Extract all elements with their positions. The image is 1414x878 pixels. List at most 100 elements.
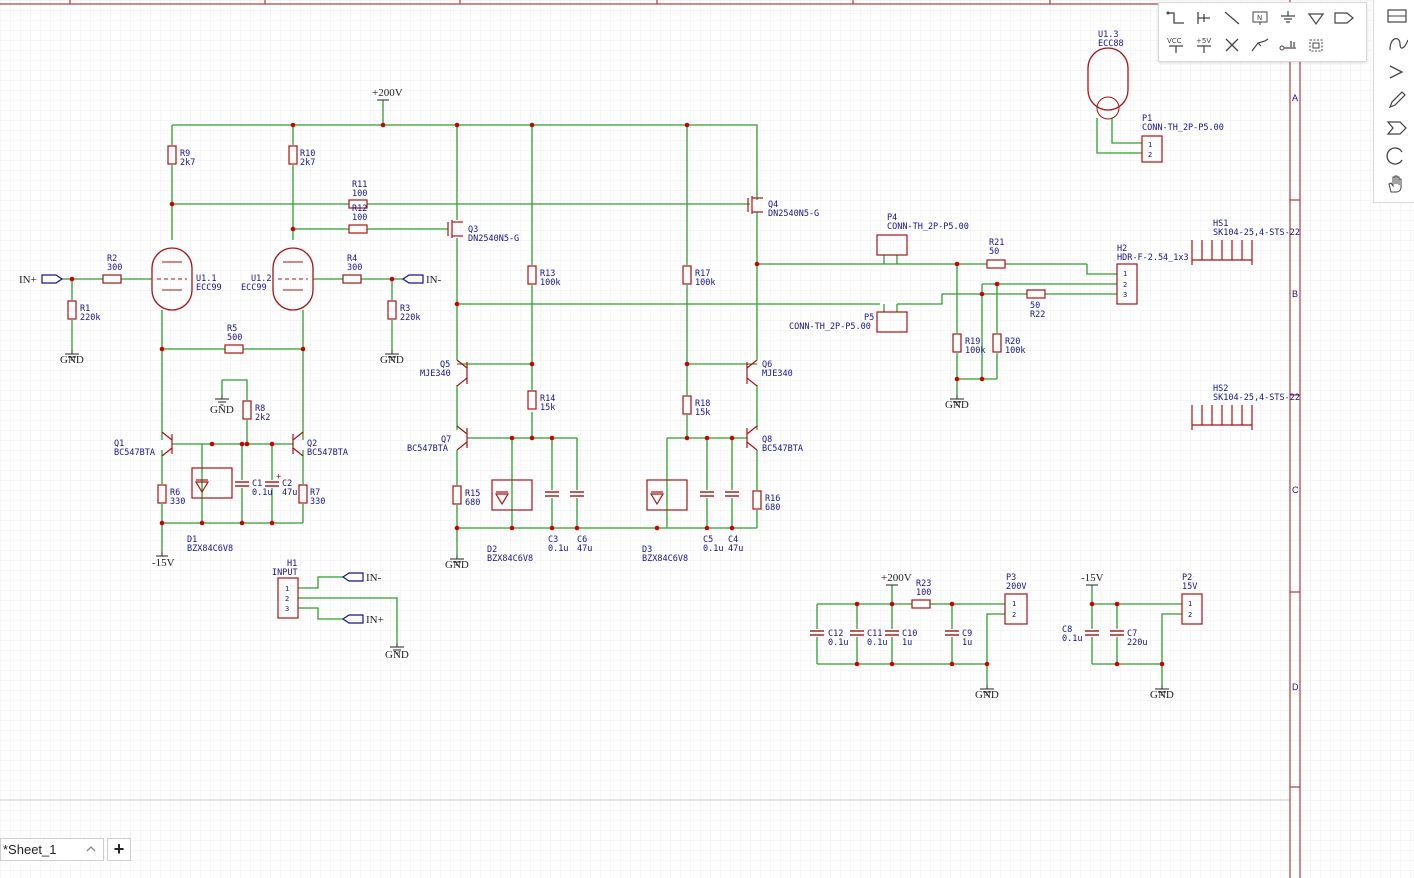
c11-value: 0.1u [867,638,887,648]
ground-tool-icon[interactable] [1275,6,1301,30]
connector-p5[interactable]: P5 CONN-TH_2P-P5.00 [789,311,908,333]
transistor-q1[interactable]: Q1 BC547BTA [114,431,173,458]
c9-value: 1u [962,638,972,648]
tab-sheet-1[interactable]: *Sheet_1 [0,838,104,861]
transistor-q6[interactable]: Q6 MJE340 [746,359,793,387]
connector-p3[interactable]: 1 2 P3 200V [1004,573,1028,625]
bus-tool-icon[interactable] [1191,6,1217,30]
capacitors[interactable]: C1 0.1u + C2 47u C3 0.1u C6 47u C5 0.1u … [234,472,1147,648]
connector-p2[interactable]: 1 2 P2 15V [1181,573,1203,625]
p1-ref: P1 [1142,114,1152,124]
zone-label-b: B [1292,289,1298,299]
probe-tool-icon[interactable] [1247,33,1273,57]
gnd-label-3: GND [210,404,234,416]
r19-ref: R19 [965,337,980,347]
tag-tool-icon[interactable] [1380,116,1410,140]
arrow-tool-icon[interactable] [1380,60,1410,84]
pencil-tool-icon[interactable] [1380,88,1410,112]
q1-value: BC547BTA [114,448,155,458]
net-port-h1-in-minus[interactable]: IN- [341,572,382,584]
net-label-tool-icon[interactable]: N [1247,6,1273,30]
r4-value: 300 [347,263,362,273]
pin-tool-icon[interactable] [1275,33,1301,57]
transistor-q3[interactable]: Q3 DN2540N5-G [447,220,519,244]
connector-h1[interactable]: 1 2 3 H1 INPUT [272,559,299,619]
p4-ref: P4 [887,213,897,223]
c7-ref: C7 [1127,629,1137,639]
ground-symbols[interactable]: GND GND GND GND GND GND GND GND [60,349,1174,701]
m15v-supply-label: -15V [1081,572,1104,584]
tube-u1-1[interactable]: U1.1 ECC99 [151,247,222,311]
d1-ref: D1 [187,535,197,545]
p5-ref: P5 [864,313,874,323]
power-200v-supply[interactable]: +200V [881,572,912,586]
r20-ref: R20 [1005,337,1020,347]
h1-in-minus-label: IN- [366,572,382,584]
heatsink-hs2[interactable]: HS2 SK104-25,4-STS-22 [1191,384,1300,430]
resistors[interactable]: R9 2k7 R10 2k7 R11 100 R12 100 R2 300 R1… [67,145,1046,609]
power-minus15v-supply[interactable]: -15V [1081,572,1104,586]
connector-p4[interactable]: P4 CONN-TH_2P-P5.00 [876,213,969,256]
r11-ref: R11 [352,180,367,190]
h1-pin3: 3 [285,605,289,613]
r16-ref: R16 [765,494,780,504]
wires[interactable] [62,100,1182,685]
connector-p1[interactable]: 1 2 P1 CONN-TH_2P-P5.00 [1141,114,1224,163]
gnd-label-8: GND [1150,689,1174,701]
zone-label-c: C [1292,485,1299,495]
p3-ref: P3 [1006,573,1016,583]
in-minus-right-label: IN- [426,274,442,286]
net-flag-tool-icon[interactable] [1331,6,1357,30]
hand-tool-icon[interactable] [1380,172,1410,196]
h1-value: INPUT [272,568,298,578]
zener-d1[interactable]: D1 BZX84C6V8 [187,467,233,554]
no-connect-tool-icon[interactable] [1219,33,1245,57]
plus5v-tool-icon[interactable]: +5V [1191,33,1217,57]
power-minus15v-left[interactable]: -15V [152,552,175,569]
c4-ref: C4 [728,535,738,545]
u1-1-ref: U1.1 [196,274,216,284]
tube-u1-2[interactable]: U1.2 ECC99 [241,247,314,311]
chevron-up-icon[interactable] [85,843,97,858]
r22-ref: R22 [1030,310,1045,320]
line-tool-icon[interactable] [1219,6,1245,30]
heatsink-hs1[interactable]: HS1 SK104-25,4-STS-22 [1191,219,1300,265]
p1-pin2: 2 [1148,151,1152,159]
c6-ref: C6 [577,535,587,545]
net-port-h1-in-plus[interactable]: IN+ [341,614,384,626]
q3-value: DN2540N5-G [468,234,519,244]
r20-value: 100k [1005,346,1025,356]
c9-ref: C9 [962,629,972,639]
d3-value: BZX84C6V8 [642,554,688,564]
r23-value: 100 [916,588,931,598]
select-tool-icon[interactable] [1303,33,1329,57]
arc-tool-icon[interactable] [1380,32,1410,56]
circle-tool-icon[interactable] [1380,144,1410,168]
h1-pin2: 2 [285,595,289,603]
vcc-tool-icon[interactable]: VCC [1163,33,1189,57]
zener-d3[interactable]: D3 BZX84C6V8 [642,479,688,564]
transistor-q2[interactable]: Q2 BC547BTA [292,431,348,458]
net-port-in-minus-right[interactable]: IN- [401,274,442,286]
tube-u1-3[interactable]: U1.3 ECC88 [1087,30,1129,120]
transistor-q5[interactable]: Q5 MJE340 [420,359,468,387]
transistor-q4[interactable]: Q4 DN2540N5-G [747,196,819,219]
c5-ref: C5 [703,535,713,545]
wire-tool-icon[interactable] [1163,6,1189,30]
connector-h2[interactable]: 1 2 3 H2 HDR-F-2.54_1x3 [1116,244,1189,305]
q4-ref: Q4 [768,200,778,210]
d3-ref: D3 [642,545,652,555]
zener-d2[interactable]: D2 BZX84C6V8 [487,479,533,564]
h2-value: HDR-F-2.54_1x3 [1117,253,1189,263]
c2-ref: C2 [282,479,292,489]
add-sheet-button[interactable]: + [107,838,131,861]
c10-ref: C10 [902,629,917,639]
net-port-tool-icon[interactable] [1303,6,1329,30]
transistor-q8[interactable]: Q8 BC547BTA [746,425,803,454]
r15-value: 680 [465,498,480,508]
power-200v-top[interactable]: +200V [372,87,403,101]
layout-icon[interactable] [1380,4,1410,28]
net-port-in-plus-left[interactable]: IN+ [19,274,64,286]
transistor-q7[interactable]: Q7 BC547BTA [407,425,468,454]
